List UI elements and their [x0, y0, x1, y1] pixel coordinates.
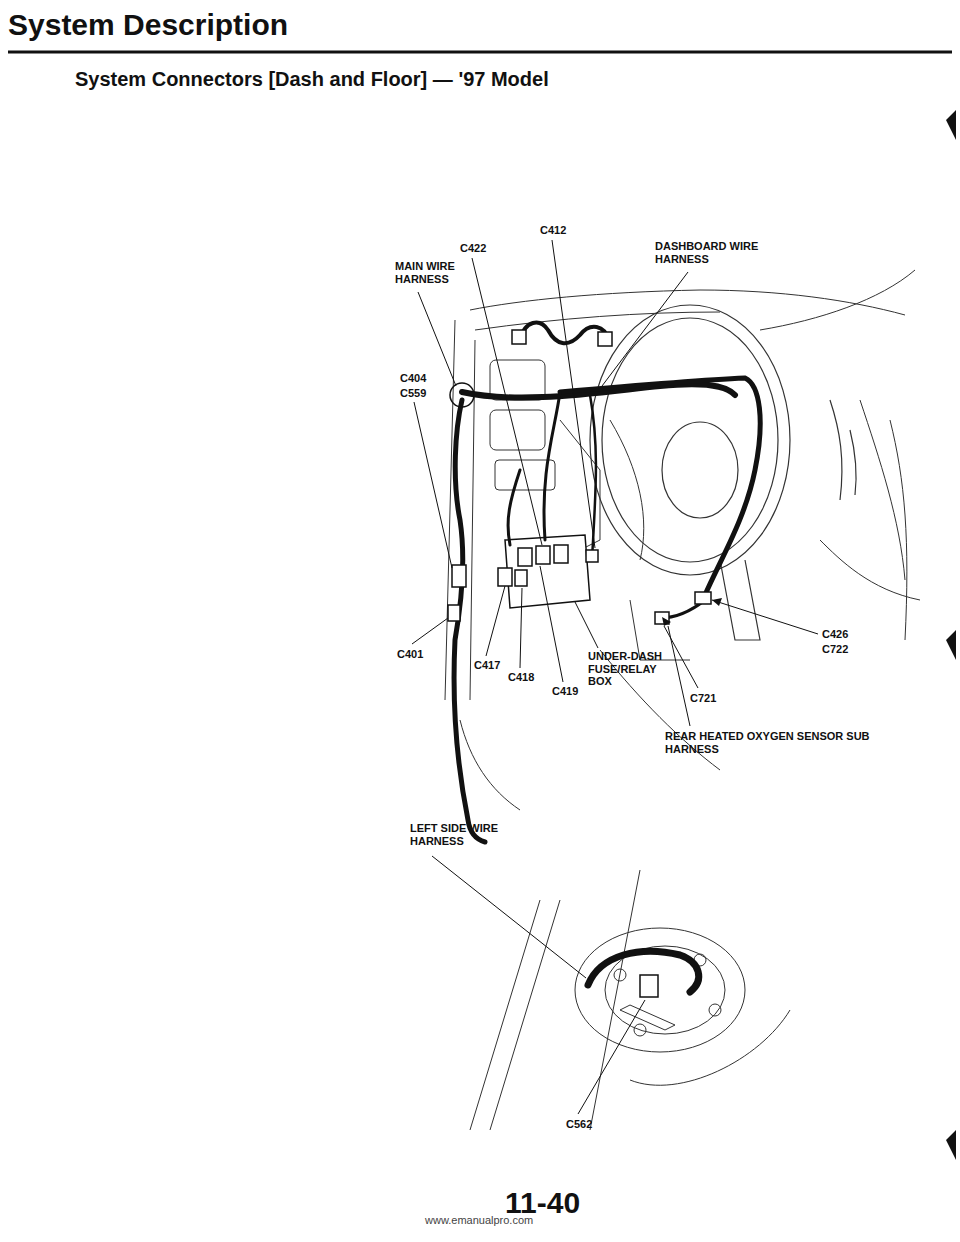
floor-pan [470, 870, 790, 1130]
connector-number: C401 [397, 648, 423, 661]
connector [448, 330, 711, 624]
harness-name: LEFT SIDE WIRE HARNESS [410, 822, 500, 847]
section-title: System Connectors [Dash and Floor] — '97… [75, 68, 549, 91]
watermark: www.emanualpro.com [425, 1214, 533, 1227]
harness-name: MAIN WIRE HARNESS [395, 260, 473, 285]
harness-name: REAR HEATED OXYGEN SENSOR SUB HARNESS [665, 730, 875, 755]
connector-number: C721 [690, 692, 716, 705]
connector-number: C559 [400, 387, 426, 400]
connector-number: C412 [540, 224, 566, 237]
header-rule [8, 51, 952, 54]
leader-line [412, 240, 818, 1114]
connector-number: C404 [400, 372, 426, 385]
harness-name: DASHBOARD WIRE HARNESS [655, 240, 770, 265]
arrowhead [662, 598, 722, 626]
connector-number: C422 [460, 242, 486, 255]
fuse-relay-box [498, 535, 590, 608]
steering-wheel [590, 305, 856, 640]
fuel-pump-harness [588, 951, 699, 997]
connector-number: C418 [508, 671, 534, 684]
connector-number: C722 [822, 643, 848, 656]
connector-number: C426 [822, 628, 848, 641]
part-name: UNDER-DASH FUSE/RELAY BOX [588, 650, 680, 688]
page-heading: System Description [8, 8, 288, 43]
connector-number: C417 [474, 659, 500, 672]
connector-number: C419 [552, 685, 578, 698]
dashboard-outline [445, 270, 920, 810]
connector-number: C562 [566, 1118, 592, 1131]
edge-mark [946, 110, 956, 1160]
wire-harness [454, 323, 760, 842]
